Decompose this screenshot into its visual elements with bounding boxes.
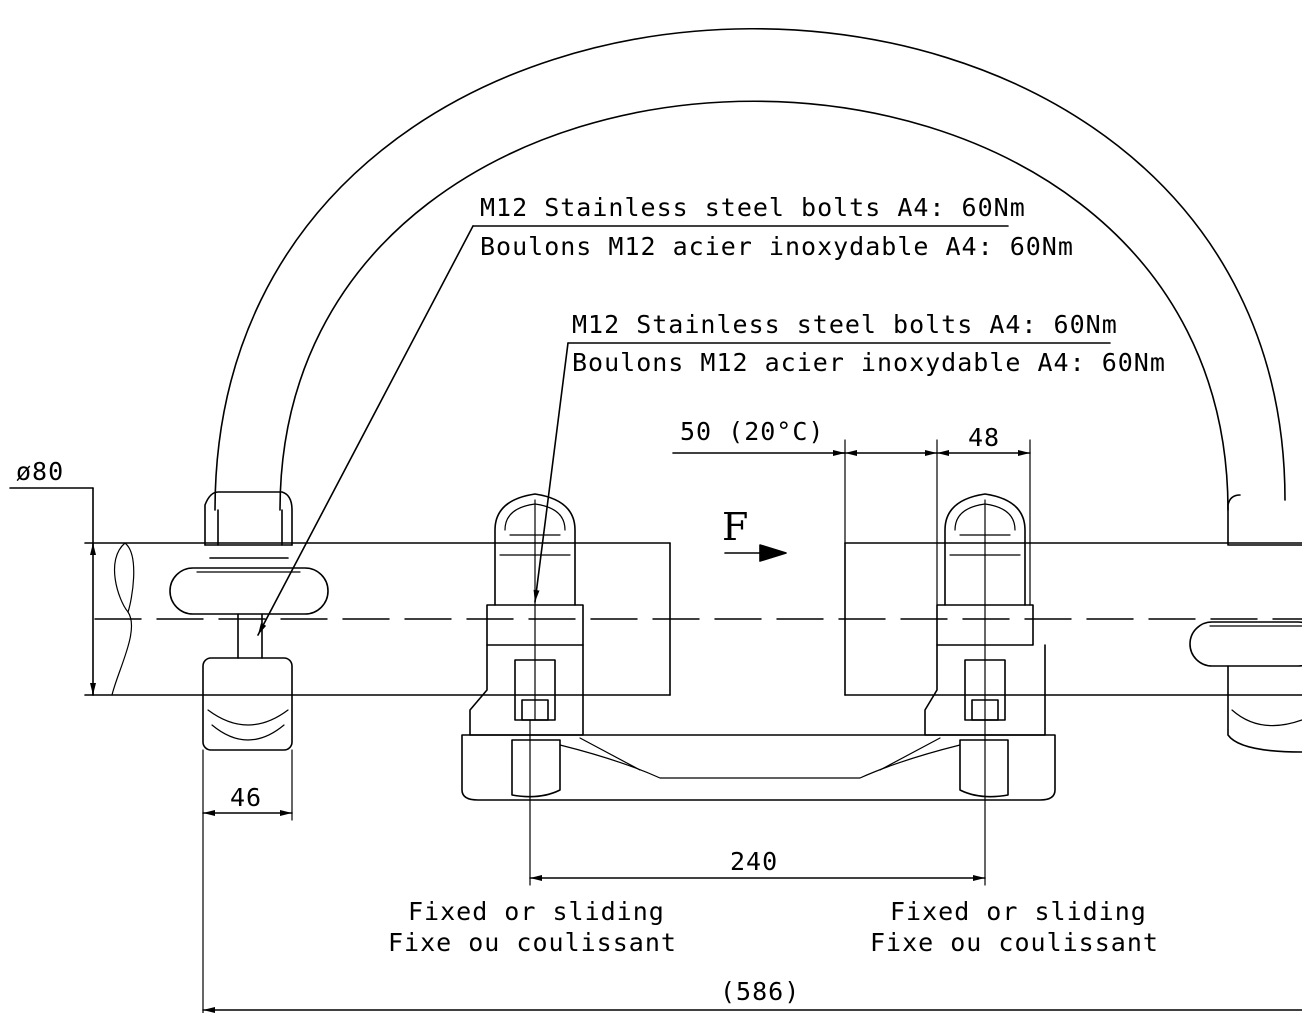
callout-lower-en: M12 Stainless steel bolts A4: 60Nm — [572, 310, 1118, 339]
note-right-en: Fixed or sliding — [890, 897, 1147, 926]
force-arrow — [724, 544, 787, 562]
dim-gap — [672, 439, 938, 544]
arch-loop — [214, 28, 1286, 511]
callout-lower-leader — [533, 342, 1111, 603]
callout-upper-fr: Boulons M12 acier inoxydable A4: 60Nm — [480, 232, 1074, 261]
dim-support-width — [202, 749, 293, 1013]
base-plate — [461, 734, 1056, 801]
dim-diameter-label: ø80 — [16, 457, 64, 486]
dim-bolt-spacing-label: 240 — [730, 847, 778, 876]
dim-clamp-width-label: 48 — [968, 423, 1000, 452]
note-right-fr: Fixe ou coulissant — [870, 928, 1159, 957]
dim-diameter — [9, 487, 96, 696]
right-hanger — [1189, 494, 1302, 753]
dim-clamp-width — [936, 439, 1031, 606]
dim-gap-label: 50 (20°C) — [680, 417, 824, 446]
dim-support-width-label: 46 — [230, 783, 262, 812]
callout-lower-fr: Boulons M12 acier inoxydable A4: 60Nm — [572, 348, 1166, 377]
callout-upper-en: M12 Stainless steel bolts A4: 60Nm — [480, 193, 1026, 222]
left-hanger — [169, 491, 329, 751]
callout-upper-leader — [257, 225, 1009, 636]
dim-overall-label: (586) — [720, 977, 800, 1006]
dim-bolt-spacing — [529, 719, 986, 886]
clamp-left — [469, 493, 584, 736]
clamp-right — [924, 493, 1046, 736]
force-label: F — [722, 505, 749, 549]
note-left-fr: Fixe ou coulissant — [388, 928, 677, 957]
note-left-en: Fixed or sliding — [408, 897, 665, 926]
